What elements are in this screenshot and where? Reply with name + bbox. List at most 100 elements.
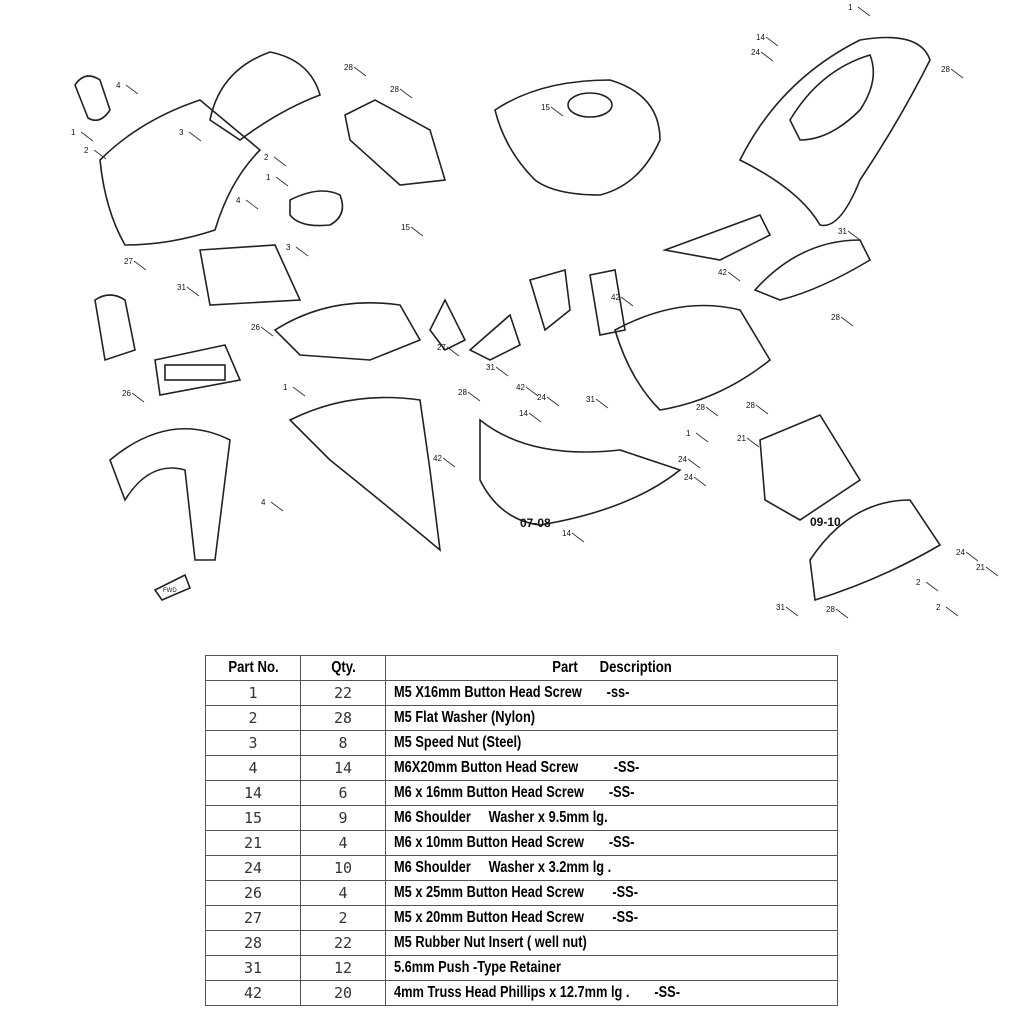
part-no-cell: 21 — [205, 830, 301, 856]
part-no-cell: 31 — [205, 955, 301, 981]
callout-number: 4 — [261, 498, 266, 507]
belly-pan-09-10-upper — [759, 413, 862, 521]
callout-number: 28 — [826, 605, 835, 614]
leader-line — [273, 156, 287, 167]
callout-number: 28 — [746, 401, 755, 410]
description-text: M5 Rubber Nut Insert ( well nut) — [394, 934, 587, 951]
leader-line — [245, 199, 259, 210]
callout-number: 21 — [737, 434, 746, 443]
callout-number: 42 — [611, 293, 620, 302]
callout-number: 24 — [684, 473, 693, 482]
callout-number: 27 — [124, 257, 133, 266]
leader-line — [595, 398, 609, 409]
callout-group: 1234282812341514241283131272626274242314… — [71, 3, 999, 619]
callout-number: 2 — [264, 153, 269, 162]
part-no-cell: 27 — [205, 905, 301, 931]
callout-number: 14 — [756, 33, 765, 42]
leader-line — [260, 326, 274, 337]
center-panel-c — [529, 268, 571, 332]
qty-cell: 20 — [300, 980, 386, 1006]
leader-line — [950, 68, 964, 79]
description-cell: M6 x 16mm Button Head Screw -SS- — [385, 780, 838, 806]
leader-line — [528, 412, 542, 423]
description-cell: 5.6mm Push -Type Retainer — [385, 955, 838, 981]
front-fender — [109, 428, 231, 561]
part-no-cell: 42 — [205, 980, 301, 1006]
right-mirror — [289, 190, 344, 227]
qty-cell: 4 — [300, 880, 386, 906]
leader-line — [131, 392, 145, 403]
description-cell: M6 Shoulder Washer x 9.5mm lg. — [385, 805, 838, 831]
part-no-cell: 28 — [205, 930, 301, 956]
callout-number: 31 — [486, 363, 495, 372]
callout-number: 4 — [116, 81, 121, 90]
leader-line — [353, 66, 367, 77]
leader-line — [765, 36, 779, 47]
description-text: M5 X16mm Button Head Screw -ss- — [394, 684, 630, 701]
callout-number: 28 — [458, 388, 467, 397]
description-cell: 4mm Truss Head Phillips x 12.7mm lg . -S… — [385, 980, 838, 1006]
description-text: 4mm Truss Head Phillips x 12.7mm lg . -S… — [394, 984, 680, 1001]
leader-line — [755, 404, 769, 415]
callout-number: 42 — [718, 268, 727, 277]
header-qty: Qty. — [307, 655, 379, 681]
tail-cowl — [738, 36, 931, 227]
leader-line — [295, 246, 309, 257]
description-cell: M6X20mm Button Head Screw -SS- — [385, 755, 838, 781]
fwd-label: FWD — [163, 588, 177, 594]
callout-number: 42 — [433, 454, 442, 463]
callout-number: 28 — [696, 403, 705, 412]
air-duct — [199, 244, 302, 306]
tail-side-right — [753, 239, 872, 301]
callout-number: 4 — [236, 196, 241, 205]
description-text: M6 Shoulder Washer x 3.2mm lg . — [394, 859, 612, 876]
callout-number: 31 — [776, 603, 785, 612]
center-panel-b — [468, 313, 521, 361]
callout-number: 28 — [390, 85, 399, 94]
variant-label-09-10: 09-10 — [810, 515, 841, 529]
description-text: M6 x 16mm Button Head Screw -SS- — [394, 784, 635, 801]
left-lower-fairing — [288, 396, 442, 552]
front-lower-piece — [94, 294, 136, 362]
callout-number: 1 — [848, 3, 853, 12]
leader-line — [292, 386, 306, 397]
callout-number: 24 — [537, 393, 546, 402]
leader-line — [80, 131, 94, 142]
callout-number: 42 — [516, 383, 525, 392]
part-no-cell: 4 — [205, 755, 301, 781]
leader-line — [550, 106, 564, 117]
callout-number: 24 — [956, 548, 965, 557]
header-part-no: Part No. — [213, 655, 293, 681]
callout-number: 1 — [686, 429, 691, 438]
part-no-cell: 2 — [205, 705, 301, 731]
leader-line — [467, 391, 481, 402]
callout-number: 27 — [437, 343, 446, 352]
description-cell: M5 Rubber Nut Insert ( well nut) — [385, 930, 838, 956]
variant-label-07-08: 07-08 — [520, 516, 551, 530]
leader-line — [785, 606, 799, 617]
leader-line — [270, 501, 284, 512]
callout-number: 24 — [751, 48, 760, 57]
description-text: M5 x 25mm Button Head Screw -SS- — [394, 884, 638, 901]
description-cell: M5 x 25mm Button Head Screw -SS- — [385, 880, 838, 906]
inner-panel — [344, 99, 447, 186]
belly-pan-09-10-lower — [809, 499, 942, 602]
leader-line — [525, 386, 539, 397]
tail-side-left — [661, 214, 772, 261]
qty-cell: 22 — [300, 680, 386, 706]
center-panel-a — [429, 298, 467, 352]
description-text: M5 x 20mm Button Head Screw -SS- — [394, 909, 638, 926]
center-panel-d — [589, 269, 626, 336]
callout-number: 31 — [586, 395, 595, 404]
leader-line — [693, 476, 707, 487]
